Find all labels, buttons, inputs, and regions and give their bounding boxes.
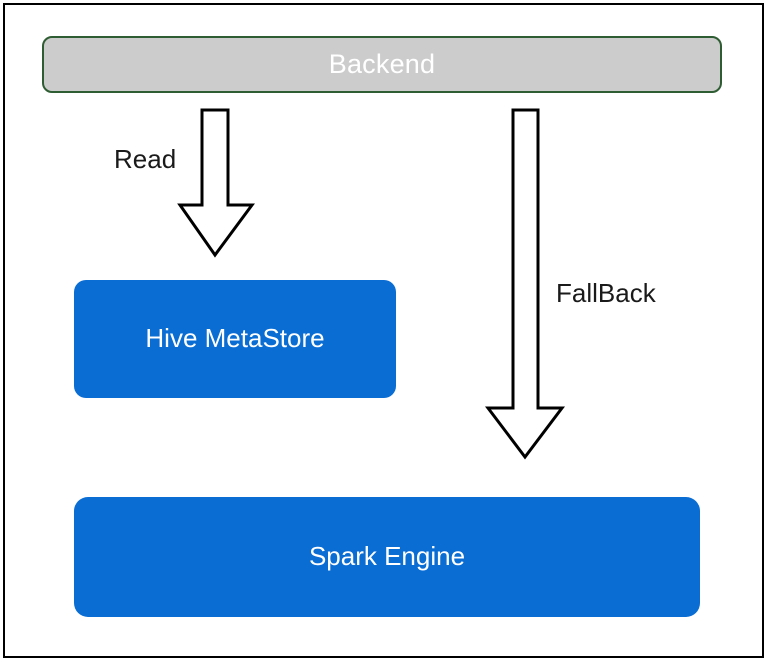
block-arrow-down-icon [484,108,566,460]
node-backend[interactable]: Backend [42,36,722,93]
edge-fallback-arrow [484,108,566,460]
edge-fallback-label: FallBack [556,278,656,308]
edge-read-arrow [176,108,256,258]
node-spark-engine[interactable]: Spark Engine [74,497,700,617]
node-hive-metastore[interactable]: Hive MetaStore [74,280,396,398]
block-arrow-down-icon [177,108,255,258]
edge-read-label: Read [114,144,177,174]
node-spark-engine-label: Spark Engine [308,541,466,572]
node-backend-label: Backend [328,48,436,79]
node-hive-metastore-label: Hive MetaStore [145,323,325,354]
